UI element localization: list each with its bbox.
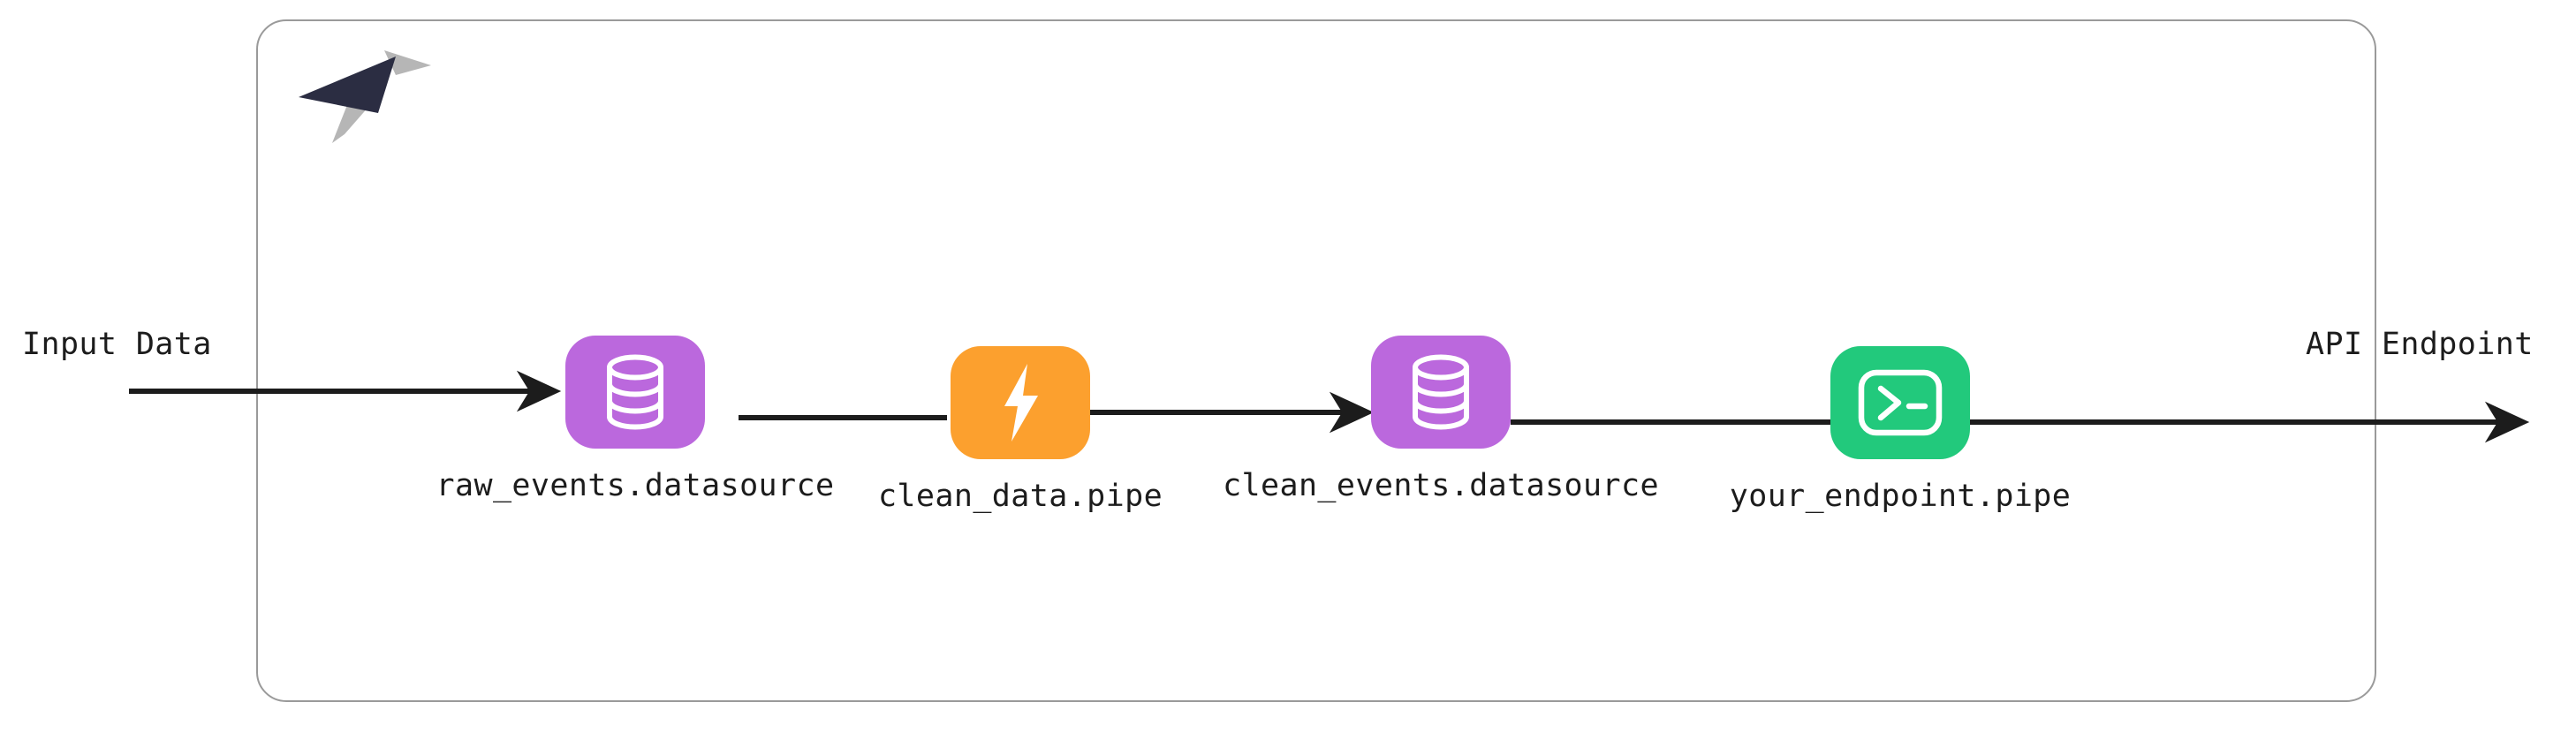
- database-icon: [1413, 354, 1469, 430]
- database-icon: [607, 354, 663, 430]
- datasource-node-tile[interactable]: [565, 336, 705, 449]
- node-your-endpoint-pipe[interactable]: your_endpoint.pipe: [1730, 346, 2071, 514]
- node-label-clean-events-datasource: clean_events.datasource: [1223, 468, 1659, 503]
- node-raw-events-datasource[interactable]: raw_events.datasource: [436, 336, 834, 503]
- platform-boundary-container: [256, 19, 2376, 702]
- datasource-node-tile[interactable]: [1371, 336, 1511, 449]
- endpoint-node-tile[interactable]: [1830, 346, 1970, 459]
- pipe-node-tile[interactable]: [951, 346, 1090, 459]
- node-label-raw-events-datasource: raw_events.datasource: [436, 468, 835, 503]
- node-label-clean-data-pipe: clean_data.pipe: [877, 479, 1163, 514]
- lightning-bolt-icon: [1004, 364, 1038, 442]
- tinybird-bird-logo: [292, 46, 433, 143]
- node-clean-events-datasource[interactable]: clean_events.datasource: [1223, 336, 1659, 503]
- terminal-prompt-icon: [1858, 369, 1943, 436]
- api-endpoint-caption: API Endpoint: [2306, 327, 2534, 362]
- node-clean-data-pipe[interactable]: clean_data.pipe: [878, 346, 1163, 514]
- input-data-caption: Input Data: [22, 327, 212, 362]
- node-label-your-endpoint-pipe: your_endpoint.pipe: [1729, 479, 2072, 514]
